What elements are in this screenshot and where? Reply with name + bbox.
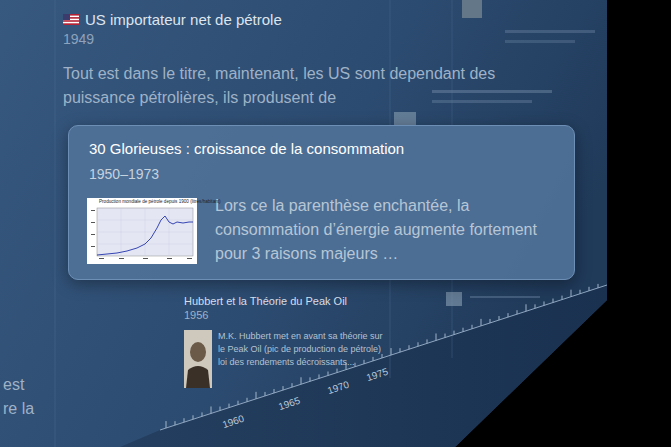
axis-tick [373, 357, 374, 361]
axis-tick [337, 369, 338, 373]
axis-tick [292, 383, 293, 387]
axis-tick [463, 328, 464, 332]
event-thumbnail [394, 112, 416, 126]
event-blur [505, 40, 575, 43]
axis-line [160, 285, 607, 430]
event-blur [432, 100, 532, 103]
axis-tick [472, 325, 473, 329]
timeline-event: Hubbert et la Théorie du Peak Oil1956M.K… [184, 294, 394, 390]
timeline-panel [0, 0, 607, 447]
axis-tick [454, 331, 455, 335]
axis-tick [202, 412, 203, 416]
axis-tick [562, 296, 563, 300]
portrait-photo [184, 330, 212, 388]
event-blur [470, 296, 540, 298]
event-body: Tout est dans le titre, maintenant, les … [63, 62, 533, 110]
axis-tick [310, 377, 311, 381]
axis-tick [175, 421, 176, 425]
axis-tick [517, 310, 518, 314]
axis-tick [364, 360, 365, 364]
axis-tick [553, 299, 554, 303]
axis-tick [166, 421, 167, 428]
popup-date: 1950–1973 [89, 166, 159, 182]
axis-year: 1965 [277, 395, 302, 412]
axis-tick [328, 372, 329, 376]
event-title: Hubbert et la Théorie du Peak Oil [184, 294, 394, 308]
axis-ticks [166, 284, 598, 428]
event-thumbnail [462, 0, 482, 18]
axis-tick [355, 363, 356, 367]
axis-tick [589, 287, 590, 291]
event-title: US importateur net de pétrole [63, 10, 543, 30]
oil-chart-thumbnail [87, 198, 197, 264]
axis-tick [526, 304, 527, 311]
clipped-text: re la [3, 400, 34, 418]
popup-title: 30 Glorieuses : croissance de la consomm… [89, 140, 404, 157]
axis-tick [256, 392, 257, 399]
axis-tick [580, 290, 581, 294]
axis-tick [499, 316, 500, 320]
axis-tick [598, 284, 599, 288]
chart-curve [97, 216, 193, 255]
axis-tick [319, 374, 320, 378]
axis-tick [382, 354, 383, 358]
chart-title: Production mondiale de pétrole depuis 19… [99, 199, 221, 204]
axis-tick [535, 304, 536, 308]
axis-tick [508, 313, 509, 317]
photo-ground [184, 330, 212, 388]
axis-tick [544, 301, 545, 305]
event-date: 1949 [63, 30, 543, 48]
axis-tick [391, 348, 392, 355]
axis-tick [283, 386, 284, 390]
event-blur [432, 90, 552, 93]
axis-tick [445, 334, 446, 338]
event-thumbnail [446, 292, 462, 306]
axis-tick [301, 377, 302, 384]
axis-year: 1960 [221, 413, 246, 430]
axis-tick [481, 319, 482, 326]
us-flag-icon [63, 14, 79, 25]
popup-body: Lors ce la parenthèse enchantée, la cons… [215, 194, 559, 266]
chart-grid [97, 208, 193, 256]
grid-line [55, 0, 56, 447]
photo-body [186, 366, 210, 388]
axis-band [120, 285, 607, 447]
axis-tick [571, 290, 572, 297]
event-date: 1956 [184, 308, 394, 322]
axis-tick [436, 333, 437, 340]
axis-year: 1970 [326, 379, 351, 396]
chart-ground [87, 198, 197, 264]
axis-tick [211, 406, 212, 413]
axis-tick [490, 319, 491, 323]
axis-tick [238, 401, 239, 405]
axis-year: 1975 [365, 366, 390, 383]
chart-axis-marks [91, 210, 192, 259]
axis-tick [220, 407, 221, 411]
axis-tick [247, 398, 248, 402]
photo-face [190, 342, 206, 362]
axis-tick [400, 348, 401, 352]
axis-tick [427, 339, 428, 343]
axis-tick [274, 389, 275, 393]
axis-tick [418, 342, 419, 346]
timeline-event: US importateur net de pétrole1949Tout es… [63, 10, 543, 110]
axis-tick [229, 404, 230, 408]
axis-tick [265, 392, 266, 396]
clipped-text: est [3, 376, 24, 394]
axis-tick [193, 415, 194, 419]
event-blur [505, 30, 595, 33]
axis-tick [184, 418, 185, 422]
chart-plot [97, 208, 193, 256]
event-body: M.K. Hubbert met en avant sa théorie sur… [218, 330, 388, 369]
axis-tick [409, 345, 410, 349]
